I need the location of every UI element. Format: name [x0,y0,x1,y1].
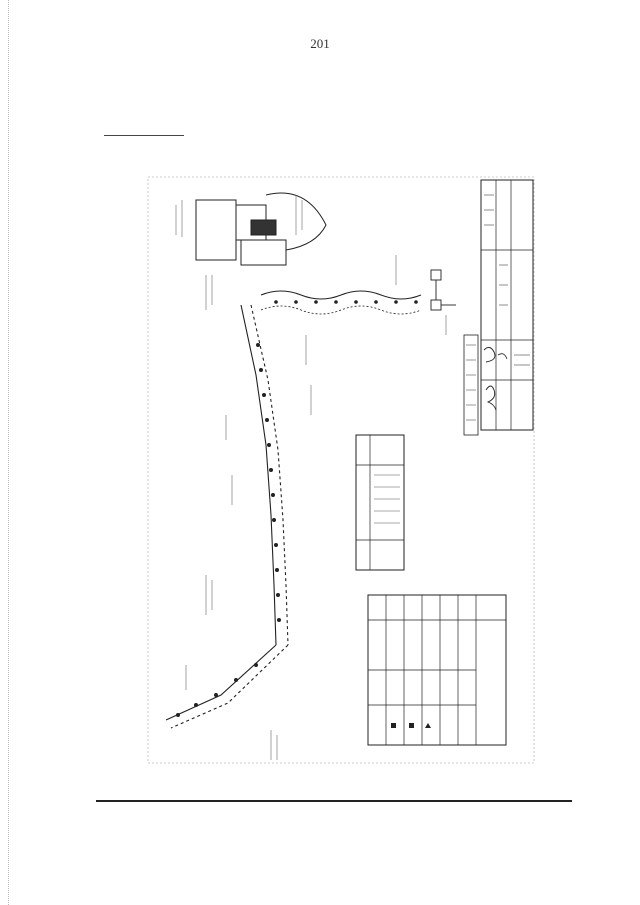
header-rule [104,135,184,136]
title-block [480,179,534,431]
scan-left-edge [0,0,9,905]
cable-route [165,304,289,729]
branch-route [260,290,422,300]
substation [430,269,456,311]
footer-rule [96,800,572,802]
specification-table [367,594,507,746]
engineering-drawing [146,175,536,765]
route-markers [176,343,281,717]
buildings [195,192,327,266]
annotations [175,195,447,760]
drawing-frame [147,176,535,764]
stamp-strip [463,334,479,436]
page-number: 201 [310,36,330,51]
legend-table [355,434,405,571]
